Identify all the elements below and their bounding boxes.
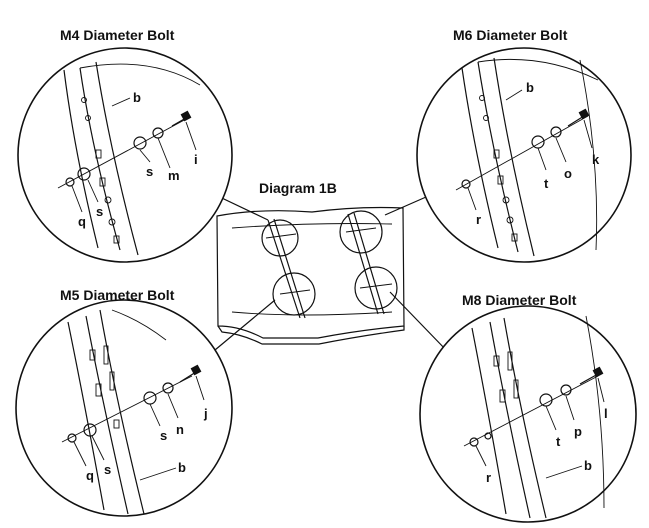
label-m4-s2: s <box>96 204 103 219</box>
detail-title-m6: M6 Diameter Bolt <box>453 27 568 43</box>
label-m5-b: b <box>178 460 186 475</box>
label-m4-q: q <box>78 214 86 229</box>
panel-zoom-top-right <box>339 210 383 254</box>
label-m5-s2: s <box>104 462 111 477</box>
detail-title-m8: M8 Diameter Bolt <box>462 292 577 308</box>
label-m4-b: b <box>133 90 141 105</box>
label-m6-t: t <box>544 176 549 191</box>
label-m6-o: o <box>564 166 572 181</box>
panel-zoom-top-left <box>261 219 299 257</box>
panel-zoom-bottom-right <box>354 266 398 310</box>
label-m8-b: b <box>584 458 592 473</box>
detail-title-m5: M5 Diameter Bolt <box>60 287 175 303</box>
label-m5-s: s <box>160 428 167 443</box>
detail-m8: M8 Diameter Bolt t p l r b <box>419 292 637 523</box>
detail-m5: M5 Diameter Bolt s n j q s b <box>15 287 233 517</box>
detail-m4: M4 Diameter Bolt b s m i q <box>17 27 233 263</box>
detail-title-m4: M4 Diameter Bolt <box>60 27 175 43</box>
label-m4-s: s <box>146 164 153 179</box>
diagram-title: Diagram 1B <box>259 180 337 196</box>
label-m5-n: n <box>176 422 184 437</box>
label-m5-j: j <box>203 406 208 421</box>
label-m8-r: r <box>486 470 491 485</box>
label-m5-q: q <box>86 468 94 483</box>
label-m4-i: i <box>194 152 198 167</box>
label-m8-p: p <box>574 424 582 439</box>
tv-panel: Diagram 1B <box>216 180 405 345</box>
panel-zoom-bottom-left <box>272 272 316 316</box>
label-m8-l: l <box>604 406 608 421</box>
label-m6-k: k <box>592 152 600 167</box>
label-m8-t: t <box>556 434 561 449</box>
connector-lines <box>204 189 449 353</box>
label-m6-b: b <box>526 80 534 95</box>
detail-m6: M6 Diameter Bolt b t o k r <box>416 27 632 263</box>
label-m4-m: m <box>168 168 180 183</box>
label-m6-r: r <box>476 212 481 227</box>
